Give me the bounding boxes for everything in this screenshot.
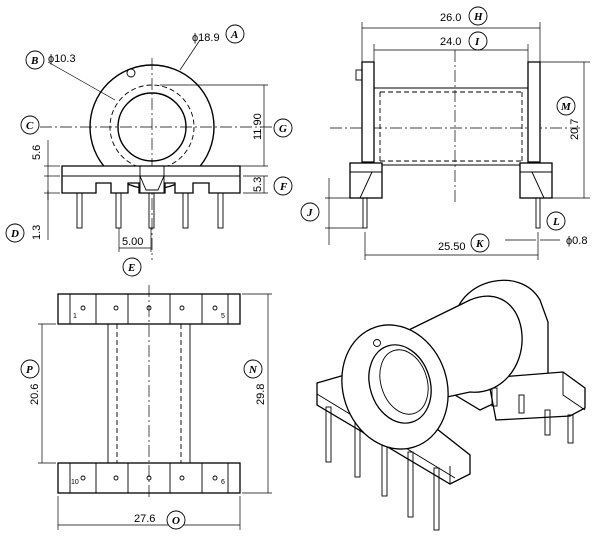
svg-text:P: P [26, 364, 33, 376]
svg-text:C: C [26, 120, 34, 132]
svg-text:J: J [306, 207, 313, 219]
bubble-g: G [273, 118, 293, 138]
dim-24-0: 24.0 [440, 36, 461, 48]
svg-text:D: D [10, 228, 19, 240]
svg-text:B: B [30, 55, 38, 67]
svg-text:L: L [552, 216, 560, 228]
dim-27-6: 27.6 [134, 513, 155, 525]
dim-phi-0-8: ϕ0.8 [566, 235, 587, 247]
dim-11-90: 11.90 [252, 113, 264, 140]
bubble-b: B [25, 50, 45, 70]
bubble-j: J [300, 202, 320, 222]
bubble-m: M [556, 96, 576, 116]
dim-26-0: 26.0 [440, 12, 461, 24]
svg-text:M: M [560, 101, 572, 113]
bubble-d: D [5, 223, 25, 243]
front-view [40, 39, 275, 260]
bubble-o: O [166, 510, 186, 530]
bubble-c: C [20, 115, 40, 135]
svg-text:A: A [230, 29, 238, 41]
svg-text:I: I [474, 36, 480, 48]
dimension-labels: ϕ18.9 ϕ10.3 11.90 5.6 5.3 1.3 5.00 26.0 … [29, 12, 587, 525]
dim-5-3: 5.3 [252, 177, 264, 192]
dim-29-8: 29.8 [255, 384, 267, 405]
svg-text:N: N [248, 364, 258, 376]
bubble-n: N [243, 359, 263, 379]
pin-numbers: 1 5 6 10 [71, 313, 225, 486]
svg-text:O: O [172, 515, 180, 527]
pin-10-label: 10 [71, 479, 79, 486]
bubble-l: L [546, 211, 566, 231]
dim-5-6: 5.6 [31, 145, 43, 160]
dim-20-7: 20.7 [569, 119, 581, 140]
svg-text:G: G [279, 123, 287, 135]
bubble-f: F [273, 176, 293, 196]
svg-text:K: K [475, 238, 484, 250]
bubble-e: E [122, 257, 142, 277]
dim-phi-18-9: ϕ18.9 [192, 32, 220, 44]
dim-1-3: 1.3 [31, 225, 43, 240]
dim-phi-10-3: ϕ10.3 [48, 53, 76, 65]
pin-5-label: 5 [221, 313, 225, 320]
bottom-view [38, 285, 272, 530]
bubble-h: H [468, 6, 488, 26]
side-view [325, 22, 590, 260]
letter-bubbles: A B C G F D E H I M J L K P N O [5, 6, 576, 530]
bubble-p: P [20, 359, 40, 379]
bubble-i: I [468, 31, 488, 51]
isometric-view [316, 279, 586, 531]
bubble-a: A [225, 24, 245, 44]
dim-20-6: 20.6 [29, 384, 41, 405]
pin-1-label: 1 [73, 313, 77, 320]
dim-5-00: 5.00 [122, 236, 143, 248]
svg-text:E: E [127, 262, 135, 274]
svg-text:F: F [279, 181, 288, 193]
pin-6-label: 6 [221, 479, 225, 486]
svg-text:H: H [473, 11, 483, 23]
dim-25-50: 25.50 [438, 241, 466, 253]
bubble-k: K [470, 233, 490, 253]
